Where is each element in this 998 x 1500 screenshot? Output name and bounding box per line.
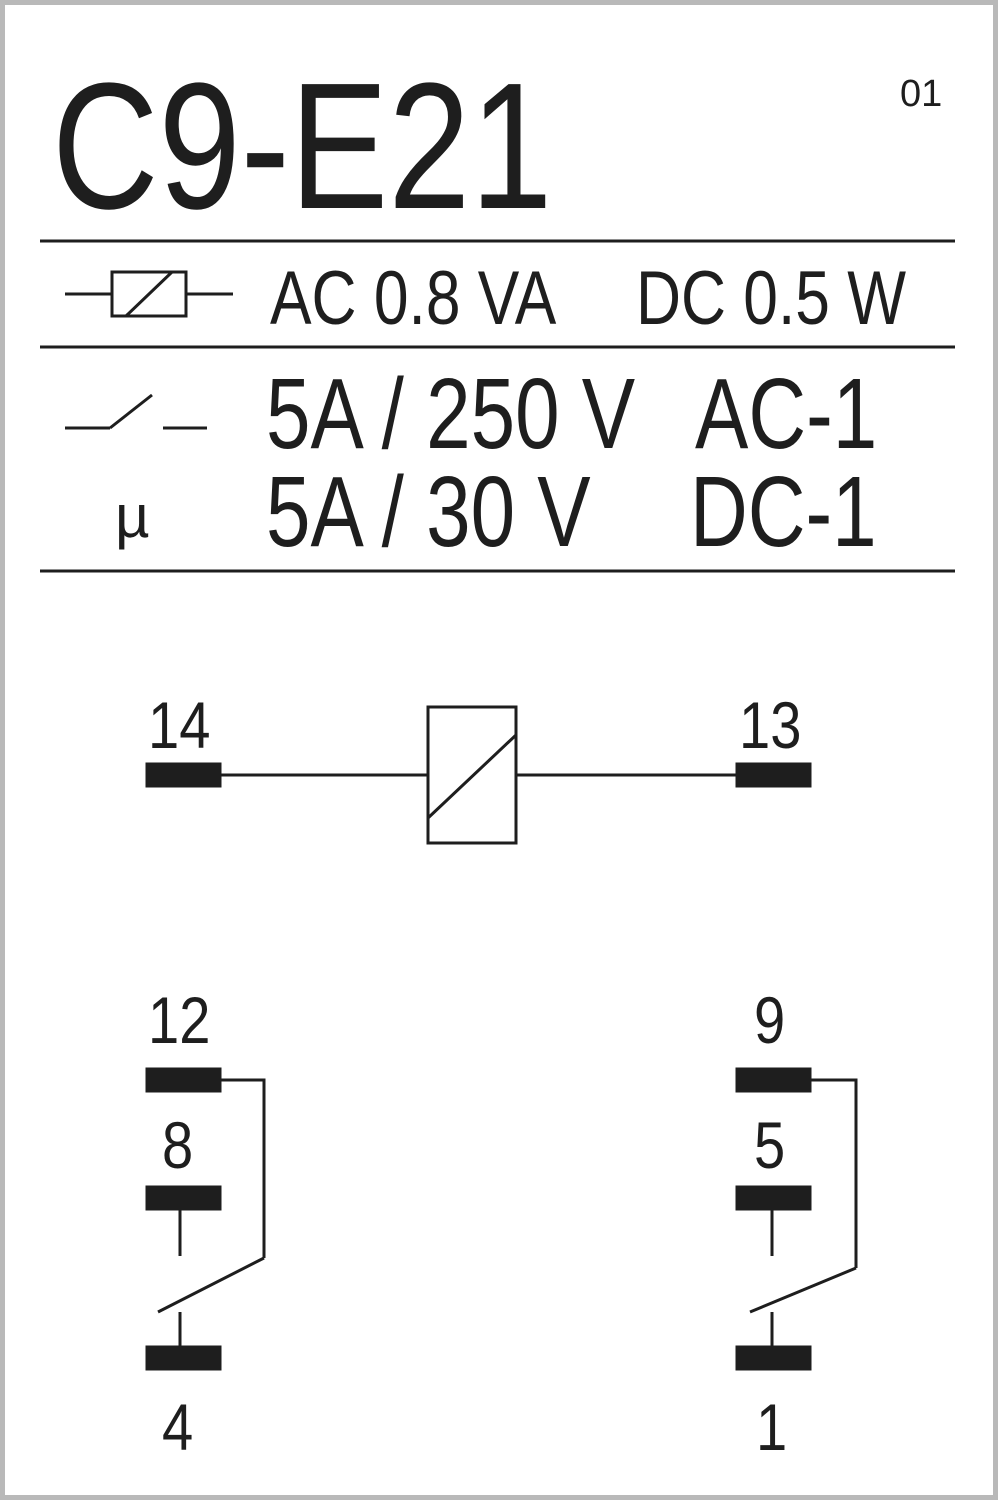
relay-coil-icon [426,705,518,845]
changeover-contact-right-icon [749,1078,858,1346]
contact-symbol-icon [65,393,207,430]
coil-dc-rating: DC 0.5 W [636,255,906,340]
contact-ac-rating: 5A / 250 V [266,359,635,471]
terminal-label-12: 12 [148,984,210,1057]
micro-gap-symbol: µ [115,483,150,550]
terminal-pad-12 [145,1067,222,1093]
contact-dc-category: DC-1 [690,457,877,569]
terminal-pad-13 [735,762,812,788]
contact-ac-category: AC-1 [695,359,877,471]
terminal-pad-8 [145,1185,222,1211]
revision-label: 01 [900,73,942,115]
terminal-pad-1 [735,1345,812,1371]
terminal-label-4: 4 [162,1391,193,1464]
relay-diagram: C9-E21 01 AC 0.8 VA DC 0.5 W µ 5A / 250 … [40,45,955,1464]
terminal-label-9: 9 [754,984,785,1057]
terminal-label-13: 13 [739,689,801,762]
terminal-label-1: 1 [756,1391,787,1464]
terminal-pad-14 [145,762,222,788]
coil-ac-rating: AC 0.8 VA [270,255,557,340]
terminal-label-8: 8 [162,1109,193,1182]
coil-symbol-icon [65,270,233,318]
contact-dc-rating: 5A / 30 V [266,457,591,569]
terminal-label-5: 5 [754,1109,785,1182]
model-title: C9-E21 [52,45,552,246]
changeover-contact-left-icon [157,1078,266,1346]
terminal-label-14: 14 [148,689,210,762]
terminal-pad-4 [145,1345,222,1371]
terminal-pad-5 [735,1185,812,1211]
terminal-pad-9 [735,1067,812,1093]
